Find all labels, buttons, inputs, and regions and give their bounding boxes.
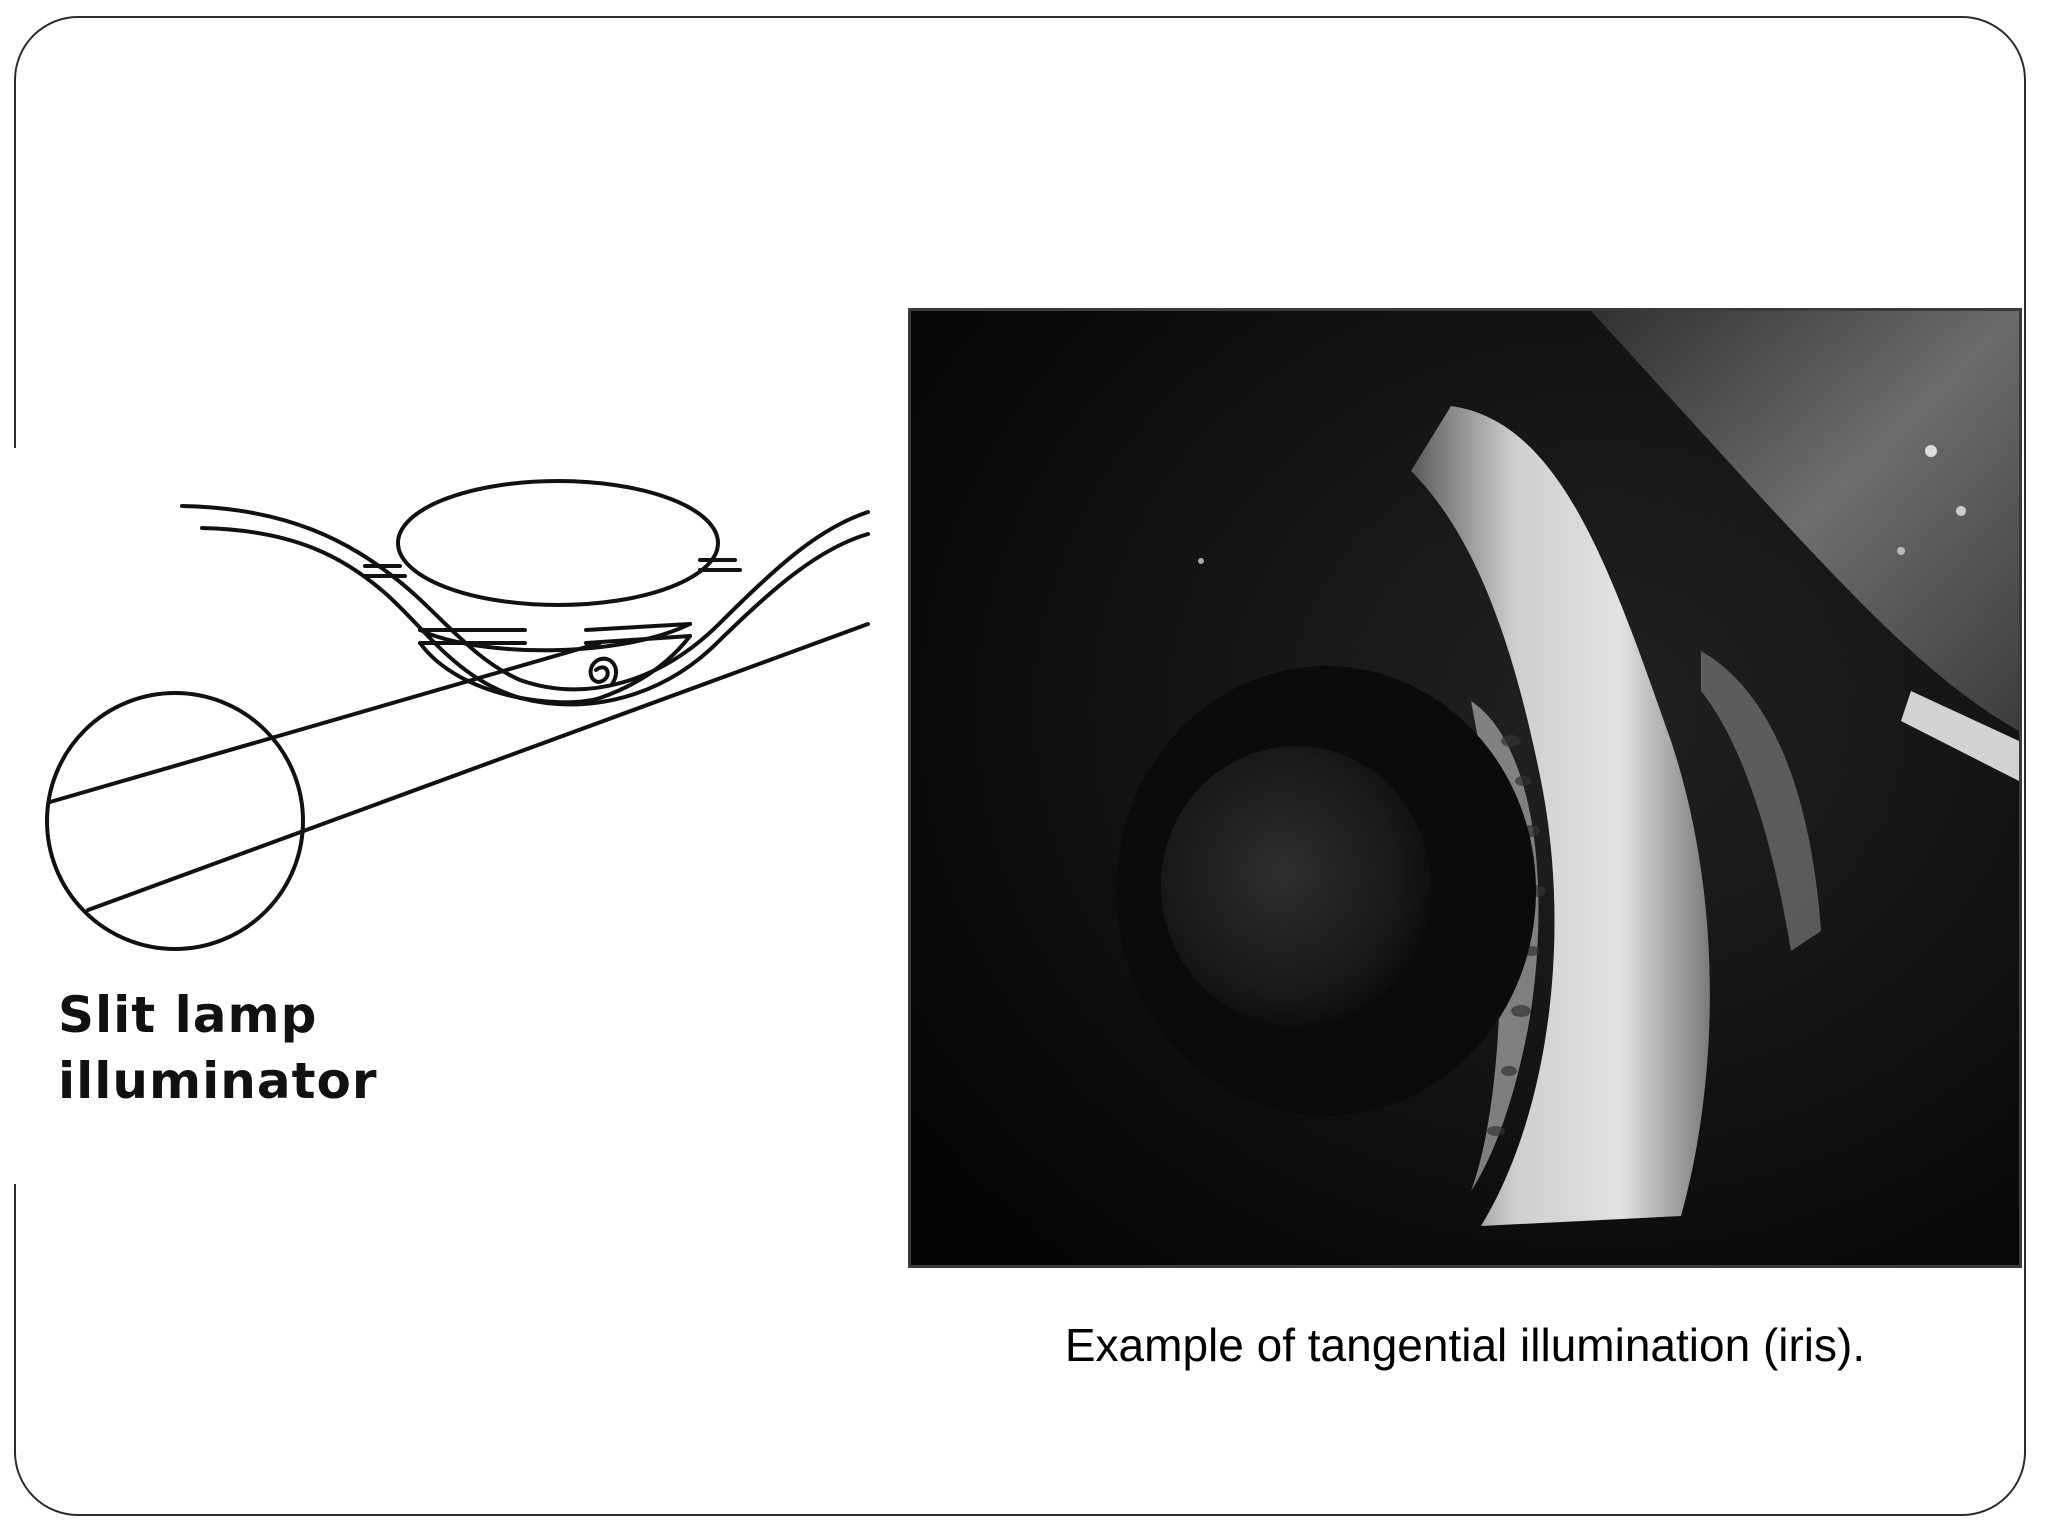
- slit-lamp-label: Slit lamp illuminator: [58, 982, 378, 1114]
- slit-lamp-diagram-icon: [45, 479, 870, 951]
- slit-lamp-label-line1: Slit lamp: [58, 986, 318, 1044]
- slit-lamp-label-line2: illuminator: [58, 1052, 378, 1110]
- slit-lamp-diagram: Slit lamp illuminator: [0, 448, 900, 1184]
- eye-iris-photo-icon: [911, 311, 2019, 1265]
- iris-photo: [908, 308, 2022, 1268]
- photo-caption: Example of tangential illumination (iris…: [1064, 1319, 1866, 1371]
